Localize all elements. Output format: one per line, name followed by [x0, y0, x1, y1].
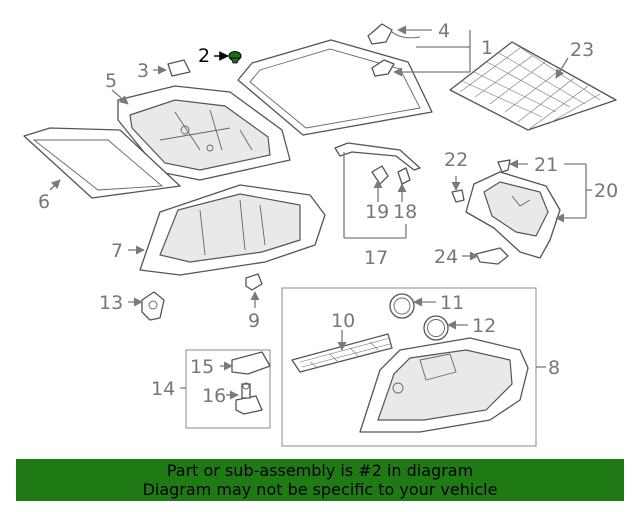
callout-21: 21: [534, 154, 558, 176]
callout-14: 14: [151, 378, 175, 400]
callout-20: 20: [594, 180, 618, 202]
callout-8: 8: [548, 357, 560, 379]
cargo-net-part: [449, 41, 617, 131]
leader-lines: [49, 25, 592, 400]
parts-8-box: [281, 287, 537, 447]
part-info-banner: Part or sub-assembly is #2 in diagram Di…: [16, 459, 624, 501]
trim-hook-part: [141, 291, 165, 321]
push-clip-part: [228, 51, 242, 64]
callout-10: 10: [331, 310, 355, 332]
callout-22: 22: [444, 149, 468, 171]
callout-numbers: 1 2 3 4 5 6 7 8 9 10 11 12 13 14 15 16 1…: [38, 20, 618, 407]
callout-3: 3: [137, 60, 149, 82]
trim-strip-part: [334, 142, 421, 185]
callout-11: 11: [440, 292, 464, 314]
panel-clip-22-part: [451, 189, 465, 203]
callout-18: 18: [393, 201, 417, 223]
banner-line-2: Diagram may not be specific to your vehi…: [142, 480, 498, 499]
tray-clip-part: [167, 59, 191, 77]
callout-6: 6: [38, 191, 50, 213]
clip-24-part: [475, 247, 509, 265]
floor-cover-panel-part: [23, 127, 181, 199]
spare-tire-tray-part: [117, 85, 291, 181]
callout-2: 2: [198, 45, 210, 67]
callout-4: 4: [438, 20, 450, 42]
callout-7: 7: [111, 240, 123, 262]
callout-16: 16: [202, 385, 226, 407]
screw-21-part: [497, 159, 511, 173]
callout-19: 19: [365, 201, 389, 223]
banner-line-1: Part or sub-assembly is #2 in diagram: [166, 461, 474, 480]
callout-13: 13: [99, 292, 123, 314]
callout-12: 12: [472, 315, 496, 337]
mat-hook-part: [367, 23, 421, 77]
side-trim-panel-part: [139, 184, 326, 276]
callout-24: 24: [434, 246, 458, 268]
callout-1: 1: [481, 37, 493, 59]
callout-23: 23: [570, 39, 594, 61]
parts-14-box: [185, 349, 271, 429]
callout-15: 15: [190, 356, 214, 378]
callout-17: 17: [364, 247, 388, 269]
callout-5: 5: [105, 70, 117, 92]
callout-9: 9: [248, 310, 260, 332]
trim-retainer-part: [245, 273, 263, 291]
end-trim-panel-part: [465, 171, 561, 259]
